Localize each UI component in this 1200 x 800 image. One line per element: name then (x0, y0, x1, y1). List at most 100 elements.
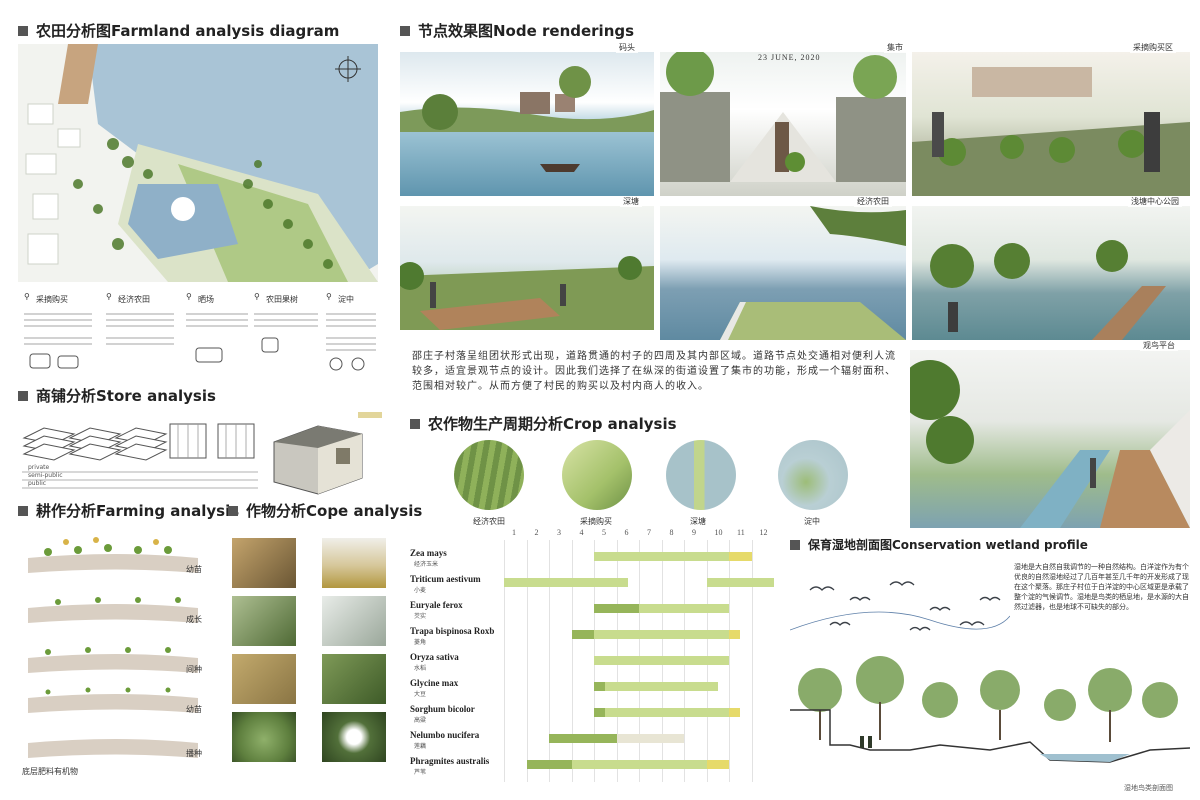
store-diagram-drawing (22, 412, 382, 495)
label-dock: 码头 (616, 42, 638, 53)
crop-period-bar (605, 708, 729, 717)
month-tick: 10 (714, 528, 723, 537)
stage-seedling-2: 幼苗 (186, 705, 202, 714)
stage-seedling-1: 幼苗 (186, 565, 202, 574)
crop-chinese-name: 莲藕 (414, 743, 427, 750)
crop-name: Trapa bispinosa Roxb (410, 626, 495, 636)
rendering-shallow-pond-park (912, 206, 1190, 340)
crop-period-bar (706, 760, 729, 769)
crop-chinese-name: 小麦 (414, 587, 427, 594)
legend-orchard: 农田果树 (266, 295, 298, 304)
farmland-map-drawing (18, 44, 378, 282)
legend-economic: 经济农田 (118, 295, 150, 304)
rendering-market (660, 52, 906, 196)
rendering-deep-pond-scene (400, 256, 654, 330)
store-label-public: public (28, 480, 47, 487)
stage-intercrop: 间种 (186, 665, 202, 674)
month-gridline (729, 540, 730, 782)
month-tick: 7 (647, 528, 651, 537)
legend-icon-orchard: ⚲ (254, 292, 260, 301)
month-gridline (526, 540, 528, 782)
crop-name: Zea mays (410, 548, 447, 558)
crop-period-bar (594, 604, 639, 613)
crop-name: Oryza sativa (410, 652, 459, 662)
node-renderings-title: 节点效果图Node renderings (400, 20, 634, 41)
rendering-bird-platform-scene (910, 360, 1190, 528)
month-tick: 8 (669, 528, 674, 537)
legend-drying: 晒场 (198, 295, 214, 304)
crop-chinese-name: 水稻 (414, 665, 427, 672)
crop-period-bar (526, 760, 572, 769)
month-tick: 6 (624, 528, 629, 537)
crop-chinese-name: 芦苇 (414, 769, 427, 776)
design-description: 邵庄子村落呈组团状形式出现，道路贯通的村子的四周及其内部区域。道路节点处交通相对… (412, 351, 896, 392)
wetland-section-drawing (790, 650, 1190, 782)
crop-photo-lotus-flower (322, 712, 386, 762)
stage-growth: 成长 (186, 615, 202, 624)
rendering-dock-scene (400, 66, 654, 172)
store-label-semi-public: semi-public (28, 472, 63, 479)
legend-icon-picking: ⚲ (24, 292, 30, 301)
circle-label-deep-pond: 深塘 (690, 517, 706, 526)
wetland-section (790, 650, 1190, 782)
crop-period-bar (605, 682, 718, 691)
month-gridline (751, 540, 753, 782)
wetland-birds-drawing (790, 581, 1010, 631)
cope-analysis-title: 作物分析Cope analysis (228, 500, 422, 521)
rendering-economic-farmland (660, 206, 906, 340)
stage-sowing: 播种 (186, 749, 202, 758)
farming-footer: 底层肥料有机物 (22, 767, 78, 776)
crop-period-bar (594, 552, 729, 561)
rendering-shallow-pond-scene (930, 240, 1166, 340)
month-tick: 9 (692, 528, 696, 537)
legend-picking: 采摘购买 (36, 295, 68, 304)
circle-economic-farmland (454, 440, 524, 510)
label-deep-pond: 深塘 (620, 196, 642, 207)
month-gridline (571, 540, 573, 782)
legend-text-lines (24, 313, 376, 371)
rendering-dock (400, 52, 654, 196)
crop-period-bar (616, 734, 684, 743)
crop-photo-corn (232, 538, 296, 588)
month-tick: 5 (602, 528, 606, 537)
month-gridline (504, 540, 505, 782)
rendering-picking-scene (912, 67, 1190, 196)
crop-photo-grain (232, 654, 296, 704)
crop-photo-wheat (322, 538, 386, 588)
crop-name: Nelumbo nucifera (410, 730, 480, 740)
crop-period-bar (549, 734, 617, 743)
wetland-profile-title: 保育湿地剖面图Conservation wetland profile (790, 536, 1088, 553)
crop-period-bar (729, 630, 741, 639)
legend-icon-economic: ⚲ (106, 292, 112, 301)
crop-period-bar (594, 682, 606, 691)
crop-name: Phragmites australis (410, 756, 490, 766)
crop-photo-beans (322, 654, 386, 704)
crop-name: Sorghum bicolor (410, 704, 475, 714)
farming-diagram: 幼苗 成长 间种 幼苗 播种 底层肥料有机物 (18, 528, 218, 778)
store-diagrams: private semi-public public (18, 408, 388, 496)
crop-period-bar (571, 760, 707, 769)
crop-period-bar (729, 708, 741, 717)
crop-photo-reed (232, 596, 296, 646)
wetland-description: 湿地是大自然自我调节的一种自然结构。白洋淀作为有个优良的自然湿地经过了几百年甚至… (1014, 563, 1189, 611)
crop-period-bar (729, 552, 752, 561)
store-analysis-title: 商铺分析Store analysis (18, 385, 216, 406)
wetland-caption: 湿地鸟类剖面图 (1124, 784, 1173, 792)
legend-icon-drying: ⚲ (186, 292, 192, 301)
crop-chinese-name: 菱角 (414, 639, 427, 646)
crop-period-bar (661, 604, 729, 613)
crop-chinese-name: 经济玉米 (414, 561, 439, 568)
crop-period-bar (594, 630, 729, 639)
farmland-legend: ⚲ 采摘购买 ⚲ 经济农田 ⚲ 晒场 ⚲ 农田果树 ⚲ 淀中 (18, 290, 378, 380)
label-economic-farmland: 经济农田 (854, 196, 892, 207)
month-tick: 4 (579, 528, 584, 537)
crop-chinese-name: 高粱 (414, 717, 427, 724)
rendering-market-scene (660, 52, 906, 182)
store-label-private: private (28, 464, 50, 471)
crop-photo-euryale (232, 712, 296, 762)
crop-analysis-title: 农作物生产周期分析Crop analysis (410, 413, 677, 434)
label-picking-area: 采摘购买区 (1130, 42, 1176, 53)
farmland-map (18, 44, 378, 282)
crop-period-bar (594, 708, 606, 717)
date-stamp: 23 JUNE, 2020 (758, 53, 821, 62)
